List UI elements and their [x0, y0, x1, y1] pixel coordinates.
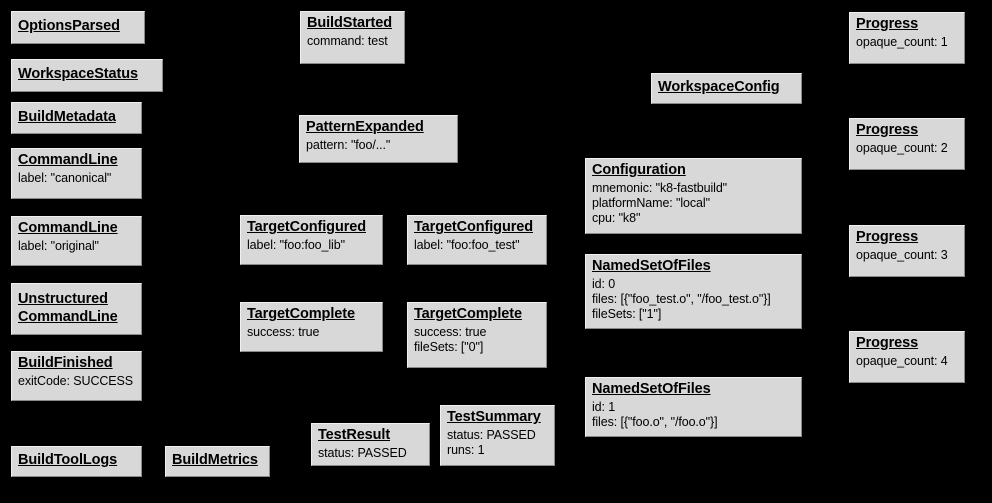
node-title: Progress — [856, 335, 919, 351]
node-target-complete-lib[interactable]: TargetComplete success: true — [240, 302, 383, 352]
node-workspace-config[interactable]: WorkspaceConfig — [651, 73, 802, 104]
node-title: Progress — [856, 16, 919, 32]
node-fields: opaque_count: 1 — [856, 34, 948, 49]
node-fields: opaque_count: 2 — [856, 140, 948, 155]
node-progress-3[interactable]: Progress opaque_count: 3 — [849, 225, 965, 277]
node-target-complete-test[interactable]: TargetComplete success: true fileSets: ["… — [407, 302, 547, 368]
node-title: CommandLine — [18, 220, 118, 236]
node-title: TargetConfigured — [247, 219, 366, 235]
node-fields: label: "foo:foo_lib" — [247, 237, 345, 252]
node-title: BuildFinished — [18, 355, 113, 371]
node-fields: pattern: "foo/..." — [306, 137, 391, 152]
node-fields: status: PASSED — [318, 445, 407, 460]
node-named-set-of-files-1[interactable]: NamedSetOfFiles id: 1 files: [{"foo.o", "… — [585, 377, 802, 437]
node-title: OptionsParsed — [18, 18, 120, 35]
node-command-line-original[interactable]: CommandLine label: "original" — [11, 216, 142, 266]
node-title: BuildToolLogs — [18, 452, 118, 469]
node-fields: mnemonic: "k8-fastbuild" platformName: "… — [592, 180, 728, 226]
node-fields: opaque_count: 4 — [856, 353, 948, 368]
node-fields: label: "canonical" — [18, 170, 112, 185]
node-title: WorkspaceStatus — [18, 66, 138, 83]
node-title: Unstructured CommandLine — [18, 290, 118, 325]
node-title: TargetComplete — [247, 306, 355, 322]
node-options-parsed[interactable]: OptionsParsed — [11, 11, 145, 44]
node-build-tool-logs[interactable]: BuildToolLogs — [11, 446, 142, 477]
node-title: Configuration — [592, 162, 686, 178]
node-progress-4[interactable]: Progress opaque_count: 4 — [849, 331, 965, 383]
node-target-configured-test[interactable]: TargetConfigured label: "foo:foo_test" — [407, 215, 547, 265]
node-fields: id: 1 files: [{"foo.o", "/foo.o"}] — [592, 399, 718, 429]
node-title: BuildMetadata — [18, 108, 116, 125]
node-fields: command: test — [307, 33, 388, 48]
node-title: BuildMetrics — [172, 452, 258, 469]
node-fields: label: "original" — [18, 238, 99, 253]
node-progress-2[interactable]: Progress opaque_count: 2 — [849, 118, 965, 170]
node-fields: opaque_count: 3 — [856, 247, 948, 262]
node-title: NamedSetOfFiles — [592, 258, 711, 274]
node-title: TargetComplete — [414, 306, 522, 322]
node-title: TestSummary — [447, 409, 541, 425]
node-fields: status: PASSED runs: 1 — [447, 427, 536, 457]
node-progress-1[interactable]: Progress opaque_count: 1 — [849, 12, 965, 64]
node-test-result[interactable]: TestResult status: PASSED — [311, 423, 430, 466]
node-title: NamedSetOfFiles — [592, 381, 711, 397]
node-test-summary[interactable]: TestSummary status: PASSED runs: 1 — [440, 405, 555, 466]
node-build-finished[interactable]: BuildFinished exitCode: SUCCESS — [11, 351, 142, 401]
node-title: Progress — [856, 229, 919, 245]
node-fields: success: true fileSets: ["0"] — [414, 324, 487, 354]
node-title: TargetConfigured — [414, 219, 533, 235]
node-title: PatternExpanded — [306, 119, 424, 135]
node-command-line-canonical[interactable]: CommandLine label: "canonical" — [11, 148, 142, 199]
node-title: WorkspaceConfig — [658, 79, 780, 96]
node-title: BuildStarted — [307, 15, 393, 31]
node-configuration[interactable]: Configuration mnemonic: "k8-fastbuild" pl… — [585, 158, 802, 234]
node-target-configured-lib[interactable]: TargetConfigured label: "foo:foo_lib" — [240, 215, 383, 265]
node-title: Progress — [856, 122, 919, 138]
node-pattern-expanded[interactable]: PatternExpanded pattern: "foo/..." — [299, 115, 458, 163]
node-build-metadata[interactable]: BuildMetadata — [11, 102, 142, 134]
node-fields: label: "foo:foo_test" — [414, 237, 520, 252]
node-unstructured-command-line[interactable]: Unstructured CommandLine — [11, 283, 142, 335]
node-build-metrics[interactable]: BuildMetrics — [165, 446, 270, 477]
node-workspace-status[interactable]: WorkspaceStatus — [11, 59, 163, 92]
node-named-set-of-files-0[interactable]: NamedSetOfFiles id: 0 files: [{"foo_test.… — [585, 254, 802, 329]
node-title: CommandLine — [18, 152, 118, 168]
node-fields: success: true — [247, 324, 320, 339]
node-fields: exitCode: SUCCESS — [18, 373, 134, 388]
node-build-started[interactable]: BuildStarted command: test — [300, 11, 405, 64]
node-title: TestResult — [318, 427, 391, 443]
node-fields: id: 0 files: [{"foo_test.o", "/foo_test.… — [592, 276, 771, 322]
